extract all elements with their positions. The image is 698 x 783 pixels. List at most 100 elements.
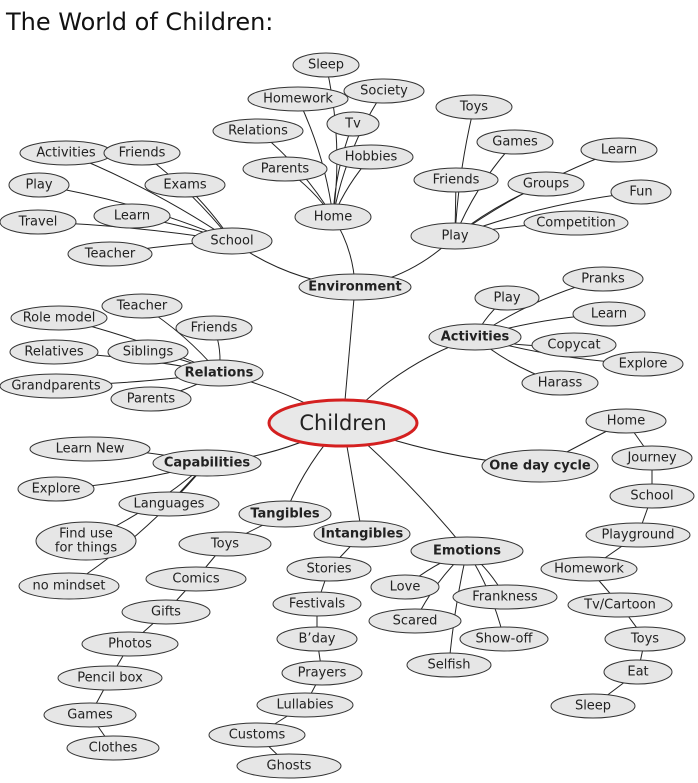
node-ellipse bbox=[152, 449, 262, 477]
leaf-node-exams: Exams bbox=[144, 172, 226, 198]
leaf-node-show-off: Show-off bbox=[459, 626, 549, 652]
node-label: Fun bbox=[629, 185, 652, 200]
node-ellipse bbox=[313, 520, 411, 548]
node-label: Learn New bbox=[56, 442, 125, 457]
node-label: Tv bbox=[344, 117, 361, 132]
node-ellipse bbox=[603, 659, 673, 685]
node-ellipse bbox=[208, 722, 306, 748]
node-ellipse bbox=[326, 111, 380, 137]
node-ellipse bbox=[247, 86, 349, 112]
node-ellipse bbox=[145, 566, 247, 592]
node-ellipse bbox=[298, 273, 412, 301]
node-ellipse bbox=[35, 521, 137, 561]
node-ellipse bbox=[523, 210, 629, 236]
node-ellipse bbox=[101, 293, 183, 319]
node-ellipse bbox=[410, 536, 524, 566]
node-ellipse bbox=[43, 702, 137, 728]
node-label: no mindset bbox=[33, 579, 106, 594]
leaf-node-eat: Eat bbox=[603, 659, 673, 685]
node-ellipse bbox=[93, 203, 171, 229]
node-ellipse bbox=[17, 476, 95, 502]
node-ellipse bbox=[276, 626, 358, 652]
leaf-node-tv-cartoon: Tv/Cartoon bbox=[567, 592, 673, 618]
leaf-node-playground: Playground bbox=[585, 522, 691, 548]
leaf-node-journey: Journey bbox=[611, 445, 693, 471]
leaf-node-scared: Scared bbox=[368, 608, 462, 634]
node-label: Grandparents bbox=[11, 379, 100, 394]
leaf-node-role-model: Role model bbox=[10, 305, 108, 331]
node-ellipse bbox=[550, 693, 636, 719]
leaf-node-ghosts: Ghosts bbox=[236, 753, 342, 779]
leaf-node-teacher: Teacher bbox=[67, 241, 153, 267]
node-label: Emotions bbox=[433, 544, 501, 559]
node-label: Competition bbox=[536, 216, 616, 231]
node-label: Activities bbox=[36, 146, 96, 161]
node-label: Hobbies bbox=[345, 150, 398, 165]
node-ellipse bbox=[286, 556, 372, 582]
node-label: School bbox=[630, 489, 673, 504]
node-label: Pranks bbox=[581, 272, 625, 287]
node-label: Exams bbox=[163, 178, 207, 193]
node-ellipse bbox=[238, 500, 332, 528]
leaf-node-toys: Toys bbox=[435, 94, 513, 120]
node-label: Copycat bbox=[547, 338, 600, 353]
node-label: Sleep bbox=[575, 699, 611, 714]
node-ellipse bbox=[474, 285, 540, 311]
page-title: The World of Children: bbox=[5, 8, 273, 36]
leaf-node-lullabies: Lullabies bbox=[256, 692, 354, 718]
node-ellipse bbox=[580, 137, 658, 163]
node-label: Homework bbox=[554, 562, 624, 577]
leaf-node-b-day: B’day bbox=[276, 626, 358, 652]
node-label: Prayers bbox=[298, 666, 347, 681]
node-label: Role model bbox=[23, 311, 96, 326]
node-ellipse bbox=[459, 626, 549, 652]
node-label: Groups bbox=[523, 177, 570, 192]
node-label: Toys bbox=[459, 100, 488, 115]
node-ellipse bbox=[435, 94, 513, 120]
node-label: Find use bbox=[59, 527, 113, 542]
node-ellipse bbox=[611, 445, 693, 471]
leaf-node-festivals: Festivals bbox=[272, 591, 362, 617]
leaf-node-home: Home bbox=[294, 203, 372, 231]
node-ellipse bbox=[236, 753, 342, 779]
node-ellipse bbox=[428, 323, 522, 351]
node-label: Travel bbox=[18, 215, 58, 230]
leaf-node-learn: Learn bbox=[93, 203, 171, 229]
node-ellipse bbox=[294, 203, 372, 231]
node-ellipse bbox=[144, 172, 226, 198]
node-ellipse bbox=[476, 129, 554, 155]
node-label: Scared bbox=[393, 614, 438, 629]
node-ellipse bbox=[572, 301, 646, 327]
leaf-node-school: School bbox=[609, 483, 695, 509]
node-ellipse bbox=[110, 386, 192, 412]
node-ellipse bbox=[9, 339, 99, 365]
node-label: Languages bbox=[134, 497, 205, 512]
node-label: Photos bbox=[108, 637, 152, 652]
leaf-node-activities: Activities bbox=[19, 140, 113, 166]
node-ellipse bbox=[66, 735, 160, 761]
leaf-node-prayers: Prayers bbox=[281, 660, 363, 686]
node-label: Society bbox=[360, 84, 408, 99]
node-ellipse bbox=[452, 584, 558, 610]
node-ellipse bbox=[57, 665, 163, 691]
node-ellipse bbox=[191, 227, 273, 255]
node-label: One day cycle bbox=[489, 459, 591, 474]
node-label: Journey bbox=[626, 451, 676, 466]
branch-node-one-day-cycle: One day cycle bbox=[481, 449, 599, 483]
leaf-node-sleep: Sleep bbox=[292, 52, 360, 78]
node-label: Teacher bbox=[116, 299, 168, 314]
node-label: Toys bbox=[210, 537, 239, 552]
leaf-node-explore: Explore bbox=[17, 476, 95, 502]
leaf-node-toys: Toys bbox=[604, 626, 686, 652]
leaf-node-pencil-box: Pencil box bbox=[57, 665, 163, 691]
leaf-node-learn-new: Learn New bbox=[29, 436, 151, 462]
node-ellipse bbox=[368, 608, 462, 634]
leaf-node-society: Society bbox=[343, 78, 425, 104]
node-ellipse bbox=[178, 531, 272, 557]
leaf-node-photos: Photos bbox=[81, 631, 179, 657]
node-ellipse bbox=[585, 408, 667, 434]
branch-node-capabilities: Capabilities bbox=[152, 449, 262, 477]
root-node-children: Children bbox=[267, 398, 419, 448]
node-label: Customs bbox=[229, 728, 286, 743]
